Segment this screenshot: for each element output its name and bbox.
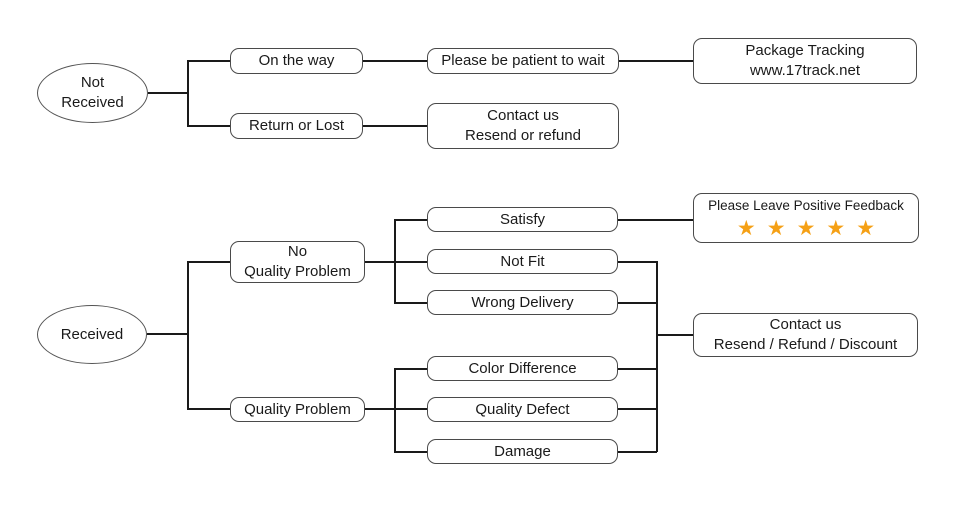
node-received: Received xyxy=(37,305,147,364)
node-damage: Damage xyxy=(427,439,618,464)
node-label: Satisfy xyxy=(499,210,545,228)
node-label: Package Tracking xyxy=(745,42,865,60)
node-positive-feedback: Please Leave Positive Feedback ★★★★★ xyxy=(693,193,919,243)
node-quality-defect: Quality Defect xyxy=(427,397,618,422)
node-wrong-delivery: Wrong Delivery xyxy=(427,290,618,315)
node-label: Received xyxy=(60,325,124,343)
connector-line xyxy=(618,451,657,453)
node-package-tracking: Package Tracking www.17track.net xyxy=(693,38,917,84)
node-not-received: Not Received xyxy=(37,63,148,123)
connector-line xyxy=(365,408,427,410)
connector-line xyxy=(187,261,189,409)
connector-line xyxy=(187,261,230,263)
node-label: Damage xyxy=(494,442,551,460)
connector-line xyxy=(365,261,427,263)
connector-line xyxy=(148,92,188,94)
node-label: Contact us xyxy=(769,316,842,334)
connector-line xyxy=(394,368,396,452)
node-no-quality-problem: No Quality Problem xyxy=(230,241,365,283)
node-contact-us-resend-refund: Contact us Resend or refund xyxy=(427,103,619,149)
node-label: Please Leave Positive Feedback xyxy=(708,198,904,214)
connector-line xyxy=(363,60,427,62)
connector-line xyxy=(656,261,658,452)
connector-line xyxy=(618,219,693,221)
tracking-url: www.17track.net xyxy=(749,62,861,79)
connector-line xyxy=(187,408,230,410)
connector-line xyxy=(619,60,693,62)
node-label: Quality Defect xyxy=(475,400,570,418)
connector-line xyxy=(187,60,230,62)
connector-line xyxy=(618,408,657,410)
connector-line xyxy=(147,333,188,335)
connector-line xyxy=(394,368,427,370)
node-return-or-lost: Return or Lost xyxy=(230,113,363,139)
connector-line xyxy=(618,302,657,304)
connector-line xyxy=(394,302,427,304)
node-not-fit: Not Fit xyxy=(427,249,618,274)
connector-line xyxy=(394,219,396,303)
node-label: No xyxy=(287,243,308,261)
node-label: Contact us xyxy=(487,107,559,125)
node-quality-problem: Quality Problem xyxy=(230,397,365,422)
node-label: Not xyxy=(80,74,105,92)
node-label: On the way xyxy=(258,52,335,70)
connector-line xyxy=(363,125,427,127)
node-be-patient: Please be patient to wait xyxy=(427,48,619,74)
node-label: Quality Problem xyxy=(244,400,351,418)
node-label: Please be patient to wait xyxy=(441,52,605,70)
connector-line xyxy=(394,219,427,221)
node-label: Received xyxy=(61,94,124,111)
node-label: Resend or refund xyxy=(465,127,581,144)
connector-line xyxy=(187,60,189,126)
node-contact-us-resend-refund-discount: Contact us Resend / Refund / Discount xyxy=(693,313,918,357)
node-satisfy: Satisfy xyxy=(427,207,618,232)
node-label: Resend / Refund / Discount xyxy=(713,336,898,353)
node-label: Return or Lost xyxy=(248,117,345,135)
node-on-the-way: On the way xyxy=(230,48,363,74)
node-label: Wrong Delivery xyxy=(471,293,574,311)
node-label: Color Difference xyxy=(468,359,577,377)
connector-line xyxy=(656,334,693,336)
connector-line xyxy=(394,451,427,453)
connector-line xyxy=(618,261,657,263)
connector-line xyxy=(187,125,230,127)
node-label: Not Fit xyxy=(500,252,545,270)
node-label: Quality Problem xyxy=(244,263,351,280)
five-star-rating-icon: ★★★★★ xyxy=(736,215,887,240)
connector-line xyxy=(618,368,657,370)
node-color-difference: Color Difference xyxy=(427,356,618,381)
